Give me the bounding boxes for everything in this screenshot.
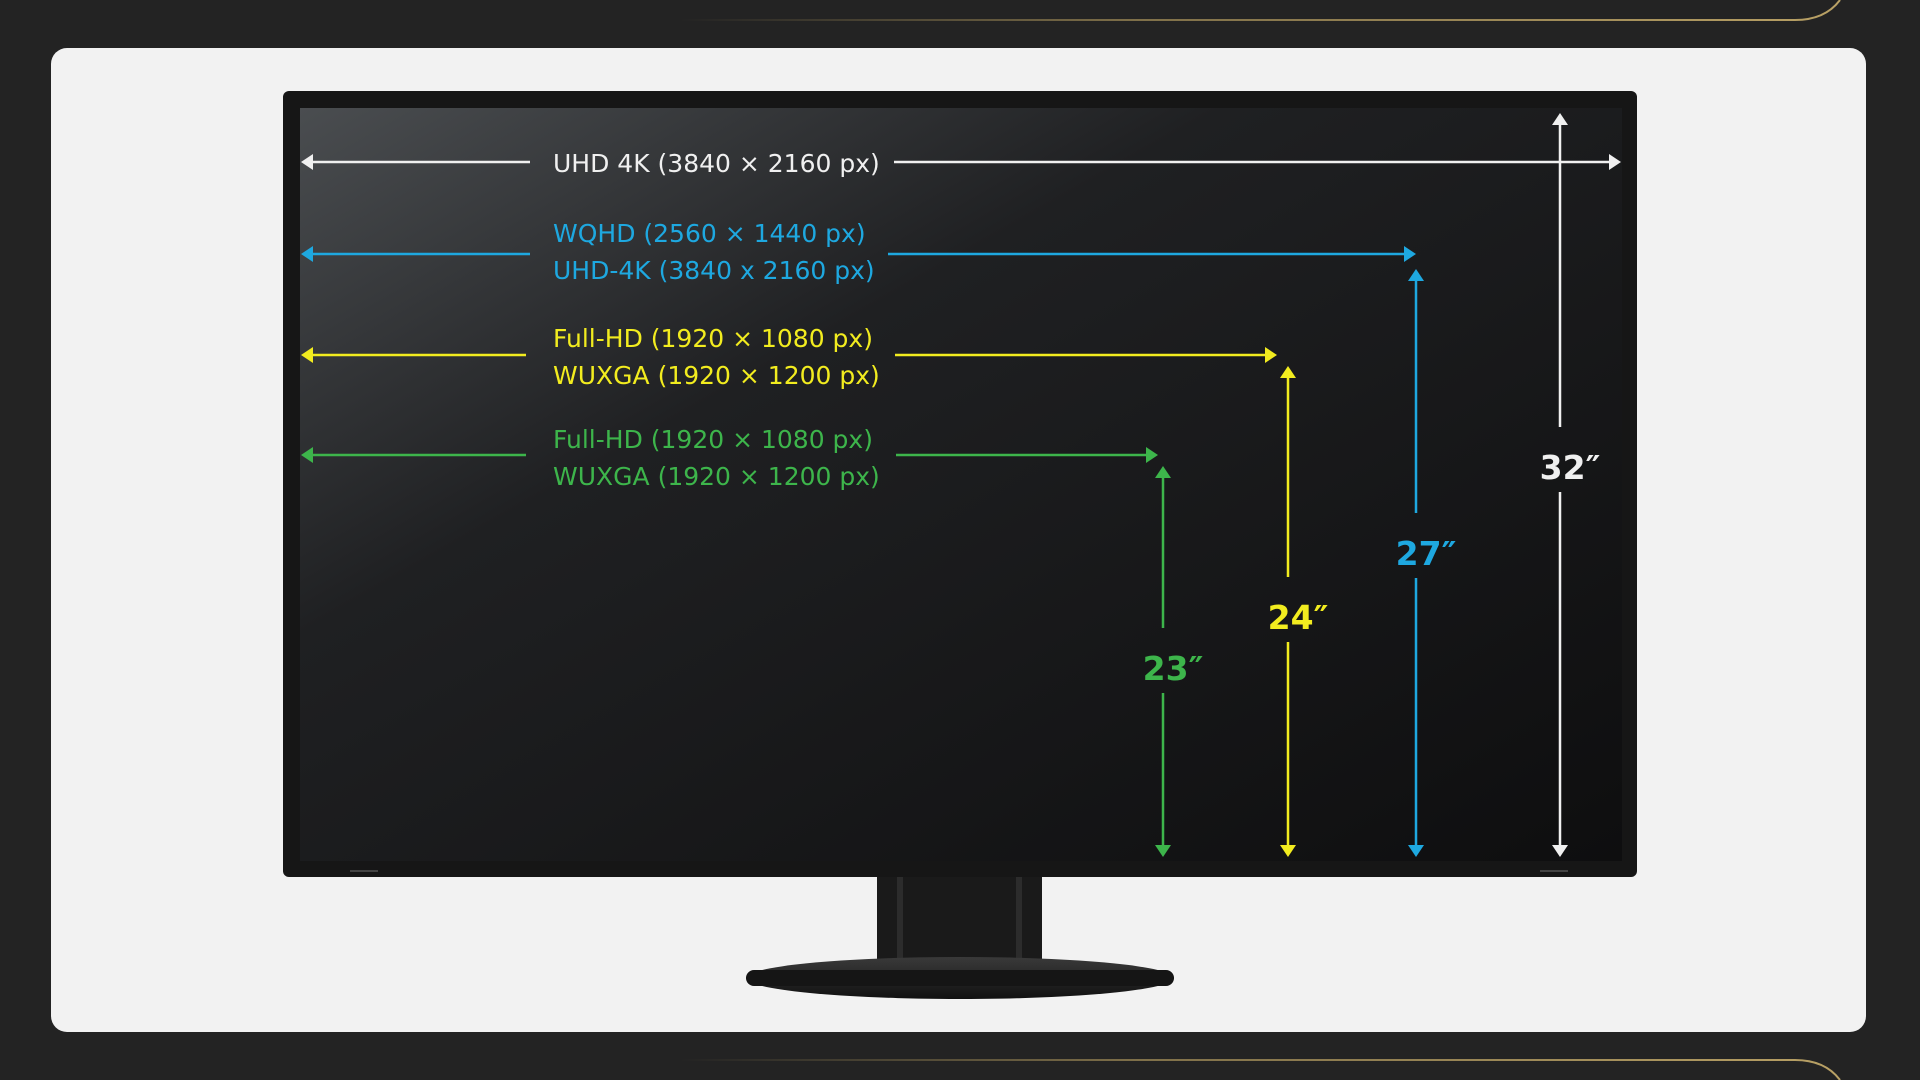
gold-line-bottom	[680, 1059, 1841, 1080]
size-indicator-3: 23″	[1143, 466, 1204, 857]
resolution-row-wqhd: WQHD (2560 × 1440 px) UHD-4K (3840 x 2160…	[301, 219, 1416, 285]
arrow-left-icon	[301, 246, 313, 262]
resolution-label: WQHD (2560 × 1440 px)	[553, 219, 866, 248]
monitor	[283, 91, 1637, 877]
arrow-down-icon	[1155, 845, 1171, 857]
monitor-stand	[746, 870, 1174, 999]
arrow-left-icon	[301, 154, 313, 170]
arrow-up-icon	[1552, 113, 1568, 125]
arrow-up-icon	[1408, 269, 1424, 281]
resolution-label: WUXGA (1920 × 1200 px)	[553, 462, 880, 491]
gold-line-top	[680, 0, 1841, 21]
resolution-label: UHD 4K (3840 × 2160 px)	[553, 149, 880, 178]
arrow-up-icon	[1155, 466, 1171, 478]
size-label: 32″	[1540, 448, 1601, 487]
arrow-right-icon	[1609, 154, 1621, 170]
size-label: 27″	[1396, 534, 1457, 573]
arrow-left-icon	[301, 347, 313, 363]
resolution-label: Full-HD (1920 × 1080 px)	[553, 324, 873, 353]
size-indicator-0: 32″	[1540, 113, 1601, 857]
arrow-down-icon	[1552, 845, 1568, 857]
resolution-label: UHD-4K (3840 x 2160 px)	[553, 256, 875, 285]
arrow-left-icon	[301, 447, 313, 463]
resolution-row-uhd: UHD 4K (3840 × 2160 px)	[301, 149, 1621, 178]
arrow-right-icon	[1404, 246, 1416, 262]
arrow-right-icon	[1265, 347, 1277, 363]
size-label: 23″	[1143, 649, 1204, 688]
arrow-down-icon	[1408, 845, 1424, 857]
arrow-down-icon	[1280, 845, 1296, 857]
arrow-right-icon	[1146, 447, 1158, 463]
resolution-label: WUXGA (1920 × 1200 px)	[553, 361, 880, 390]
size-indicator-2: 24″	[1268, 366, 1329, 857]
resolution-row-fhd24: Full-HD (1920 × 1080 px) WUXGA (1920 × 12…	[301, 324, 1277, 390]
arrow-up-icon	[1280, 366, 1296, 378]
resolution-row-fhd23: Full-HD (1920 × 1080 px) WUXGA (1920 × 12…	[301, 425, 1158, 491]
resolution-label: Full-HD (1920 × 1080 px)	[553, 425, 873, 454]
size-indicator-1: 27″	[1396, 269, 1457, 857]
size-label: 24″	[1268, 598, 1329, 637]
